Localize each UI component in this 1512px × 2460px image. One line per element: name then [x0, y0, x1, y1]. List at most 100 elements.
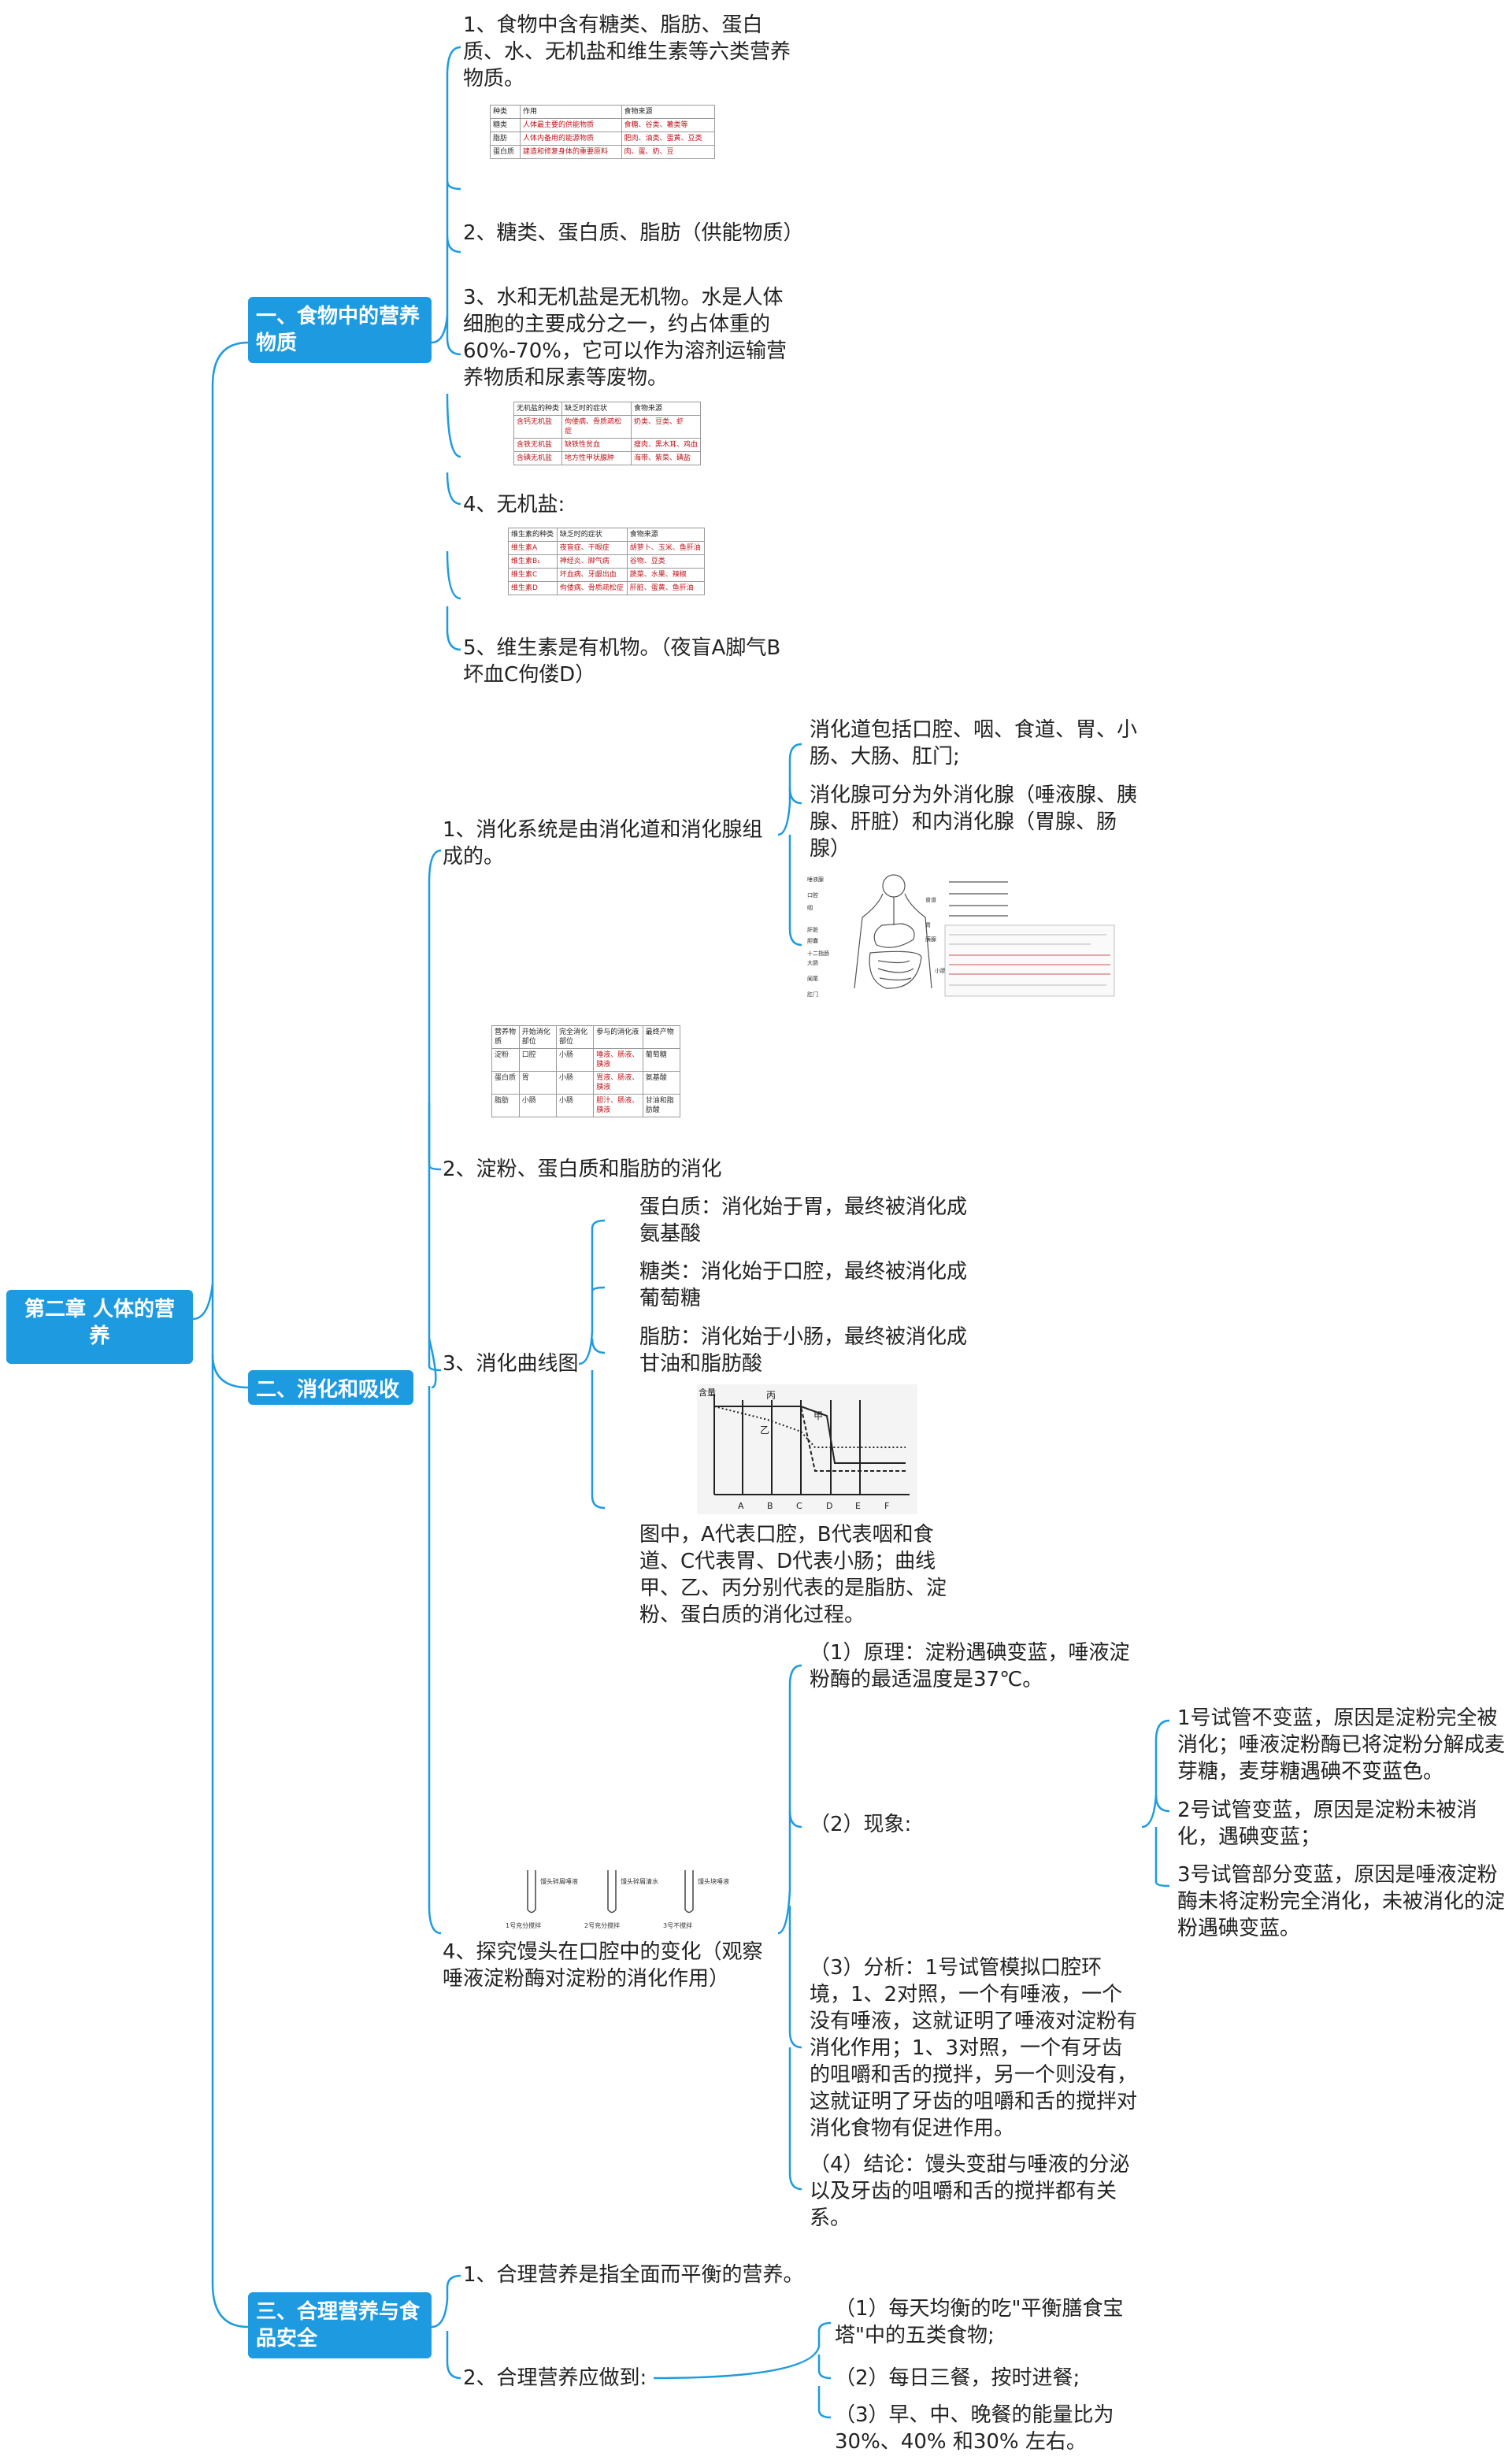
s2-item-4b2[interactable]: 2号试管变蓝，原因是淀粉未被消化，遇碘变蓝；	[1177, 1799, 1477, 1849]
table-cell: 维生素A	[508, 541, 558, 555]
table-cell: 蛋白质	[490, 145, 521, 159]
s3-item-2[interactable]: 2、合理营养应做到:	[463, 2366, 647, 2390]
table-row: 含碘无机盐地方性甲状腺肿海带、紫菜、碘盐	[513, 451, 702, 465]
nutrient-table-1: 种类作用食物来源糖类人体最主要的供能物质食糖、谷类、薯类等脂肪人体内备用的能源物…	[490, 105, 716, 159]
s2-item-4[interactable]: 4、探究馒头在口腔中的变化（观察唾液淀粉酶对淀粉的消化作用）	[443, 1940, 763, 1991]
section-reasonable-nutrition[interactable]: 三、合理营养与食品安全	[248, 2292, 432, 2358]
s2-item-1b[interactable]: 消化腺可分为外消化腺（唾液腺、胰腺、肝脏）和内消化腺（胃腺、肠腺）	[810, 784, 1138, 861]
digestion-curve-chart: 含量 丙 乙 甲 A B C D E F	[697, 1384, 917, 1514]
table-cell: 维生素D	[508, 581, 558, 595]
table-cell: 种类	[490, 105, 521, 119]
digestion-table: 营养物质开始消化部位完全消化部位参与的消化液最终产物淀粉口腔小肠唾液、肠液、胰液…	[491, 1025, 681, 1117]
s2-item-2[interactable]: 2、淀粉、蛋白质和脂肪的消化	[443, 1158, 722, 1181]
s2-item-1[interactable]: 1、消化系统是由消化道和消化腺组成的。	[443, 818, 763, 869]
table-cell: 食物来源	[630, 402, 702, 416]
table-cell: 含碘无机盐	[513, 451, 562, 465]
curve-x-label: A	[738, 1501, 744, 1511]
table-cell: 维生素的种类	[508, 528, 558, 542]
table-cell: 口腔	[518, 1048, 558, 1072]
table-cell: 建造和修复身体的重要原料	[520, 145, 622, 159]
table-cell: 蔬菜、水果、辣椒	[626, 568, 706, 582]
s2-item-3a[interactable]: 蛋白质：消化始于胃，最终被消化成氨基酸	[639, 1195, 968, 1246]
s1-item-3[interactable]: 3、水和无机盐是无机物。水是人体细胞的主要成分之一，约占体重的60%-70%，它…	[463, 286, 787, 390]
s2-item-4c[interactable]: （3）分析：1号试管模拟口腔环境，1、2对照，一个有唾液，一个没有唾液，这就证明…	[810, 1956, 1138, 2140]
table-row: 糖类人体最主要的供能物质食糖、谷类、薯类等	[490, 118, 716, 132]
curve-x-label: C	[796, 1501, 802, 1511]
s2-item-4d[interactable]: （4）结论：馒头变甜与唾液的分泌以及牙齿的咀嚼和舌的搅拌都有关系。	[810, 2153, 1130, 2230]
s1-item-2[interactable]: 2、糖类、蛋白质、脂肪（供能物质）	[463, 221, 804, 245]
table-row: 脂肪小肠小肠胆汁、肠液、胰液甘油和脂肪酸	[491, 1094, 681, 1117]
table-cell: 唾液、肠液、胰液	[593, 1048, 643, 1072]
organ-label: 胃	[925, 922, 931, 928]
organ-label: 大肠	[807, 959, 818, 966]
s2-item-3c[interactable]: 脂肪：消化始于小肠，最终被消化成甘油和脂肪酸	[639, 1325, 968, 1376]
table-row: 无机盐的种类缺乏时的症状食物来源	[513, 402, 702, 416]
table-cell: 胡萝卜、玉米、鱼肝油	[626, 541, 706, 555]
s2-item-4b1[interactable]: 1号试管不变蓝，原因是淀粉完全被消化；唾液淀粉酶已将淀粉分解成麦芽糖，麦芽糖遇碘…	[1177, 1706, 1506, 1784]
curve-series-label: 丙	[766, 1390, 776, 1401]
s3-item-2b[interactable]: （2）每日三餐，按时进餐;	[835, 2366, 1080, 2390]
curve-x-label: B	[767, 1501, 773, 1511]
table-cell: 胃	[518, 1071, 558, 1095]
table-cell: 神经炎、脚气病	[556, 554, 628, 569]
s2-item-3d[interactable]: 图中，A代表口腔，B代表咽和食道、C代表胃、D代表小肠；曲线甲、乙、丙分别代表的…	[639, 1523, 947, 1627]
section-food-nutrients[interactable]: 一、食物中的营养物质	[248, 297, 432, 363]
table-cell: 营养物质	[491, 1025, 520, 1049]
tube-caption: 1号充分搅拌	[506, 1921, 541, 1929]
table-cell: 食物来源	[621, 105, 716, 119]
s2-item-4a[interactable]: （1）原理：淀粉遇碘变蓝，唾液淀粉酶的最适温度是37℃。	[810, 1641, 1130, 1691]
table-cell: 作用	[520, 105, 622, 119]
s2-item-1a[interactable]: 消化道包括口腔、咽、食道、胃、小肠、大肠、肛门;	[810, 718, 1138, 769]
organ-label: 肝脏	[807, 926, 818, 933]
s3-item-1[interactable]: 1、合理营养是指全面而平衡的营养。	[463, 2263, 804, 2287]
table-cell: 氨基酸	[642, 1071, 681, 1095]
table-cell: 胆汁、肠液、胰液	[593, 1094, 643, 1117]
root-node[interactable]: 第二章 人体的营养	[6, 1290, 193, 1364]
table-cell: 佝偻病、骨质疏松症	[556, 581, 628, 595]
curve-x-label: F	[884, 1501, 889, 1511]
section-digestion[interactable]: 二、消化和吸收	[248, 1370, 413, 1405]
table-cell: 夜盲症、干眼症	[556, 541, 628, 555]
table-cell: 肉、蛋、奶、豆	[621, 145, 716, 159]
s2-item-3[interactable]: 3、消化曲线图	[443, 1352, 579, 1376]
table-cell: 完全消化部位	[555, 1025, 595, 1049]
s3-item-2a[interactable]: （1）每天均衡的吃"平衡膳食宝塔"中的五类食物;	[835, 2297, 1124, 2347]
curve-x-label: E	[855, 1501, 861, 1511]
s2-item-4b[interactable]: （2）现象:	[810, 1813, 912, 1836]
table-cell: 小肠	[518, 1094, 558, 1117]
table-cell: 胃液、肠液、胰液	[593, 1071, 643, 1095]
table-cell: 海带、紫菜、碘盐	[630, 451, 702, 465]
table-cell: 缺乏时的症状	[556, 528, 628, 542]
table-cell: 甘油和脂肪酸	[642, 1094, 681, 1117]
table-cell: 食物来源	[626, 528, 706, 542]
table-row: 蛋白质建造和修复身体的重要原料肉、蛋、奶、豆	[490, 145, 716, 159]
s2-item-4b3[interactable]: 3号试管部分变蓝，原因是唾液淀粉酶未将淀粉完全消化，未被消化的淀粉遇碘变蓝。	[1177, 1863, 1506, 1940]
experiment-tubes-figure: 馒头碎屑唾液 馒头碎屑清水 馒头块唾液 1号充分搅拌 2号充分搅拌 3号不搅拌	[496, 1866, 740, 1933]
table-row: 含铁无机盐缺铁性贫血瘦肉、黑木耳、鸡血	[513, 438, 702, 452]
table-cell: 地方性甲状腺肿	[561, 451, 632, 465]
organ-label: 口腔	[807, 891, 818, 898]
table-cell: 小肠	[555, 1048, 595, 1072]
s3-item-2c[interactable]: （3）早、中、晚餐的能量比为30%、40% 和30% 左右。	[835, 2403, 1114, 2454]
s1-item-1[interactable]: 1、食物中含有糖类、脂肪、蛋白质、水、无机盐和维生素等六类营养物质。	[463, 13, 791, 91]
table-cell: 参与的消化液	[593, 1025, 643, 1049]
table-cell: 含钙无机盐	[513, 415, 562, 439]
mineral-table: 无机盐的种类缺乏时的症状食物来源含钙无机盐佝偻病、骨质疏松症奶类、豆类、虾含铁无…	[513, 402, 702, 465]
organ-label: 胰腺	[925, 935, 936, 943]
table-cell: 缺铁性贫血	[561, 438, 632, 452]
table-cell: 含铁无机盐	[513, 438, 562, 452]
s1-item-4[interactable]: 4、无机盐:	[463, 493, 565, 517]
s2-item-3b[interactable]: 糖类：消化始于口腔，最终被消化成葡萄糖	[639, 1260, 968, 1310]
organ-label: 阑尾	[807, 975, 818, 982]
s1-item-5[interactable]: 5、维生素是有机物。（夜盲A脚气B坏血C佝偻D）	[463, 636, 781, 687]
tube-label: 馒头碎屑唾液	[540, 1877, 578, 1885]
organ-label: 胆囊	[807, 937, 818, 944]
table-cell: 小肠	[555, 1094, 595, 1117]
table-cell: 糖类	[490, 118, 521, 132]
table-row: 脂肪人体内备用的能源物质肥肉、油类、蛋黄、豆类	[490, 132, 716, 146]
